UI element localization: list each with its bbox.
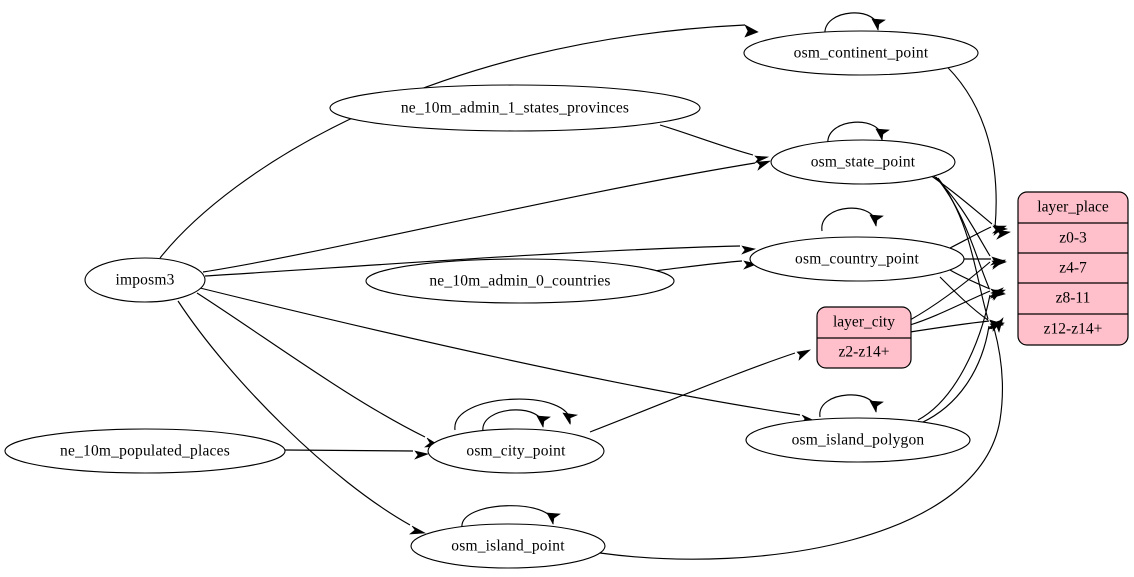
- arrowhead-icon: [536, 415, 551, 428]
- edge-ne_10m_admin_1_states_provinces-to-osm_state_point: [659, 124, 754, 156]
- edge-osm_state_point-to-layer_place-z12-z14+: [937, 177, 989, 320]
- node-label: osm_island_point: [451, 538, 565, 555]
- node-label: ne_10m_populated_places: [60, 443, 230, 460]
- node-shape: [410, 523, 606, 569]
- node-imposm3[interactable]: imposm3: [84, 257, 206, 303]
- selfloop-osm_country_point: [821, 207, 877, 232]
- arrowhead-icon: [871, 18, 886, 31]
- node-ne_10m_populated_places[interactable]: ne_10m_populated_places: [4, 428, 286, 474]
- node-shape: [84, 257, 206, 303]
- arrowhead-icon: [562, 412, 579, 426]
- node-shape: [4, 428, 286, 474]
- node-ne_10m_admin_1_states_provinces[interactable]: ne_10m_admin_1_states_provinces: [329, 84, 701, 132]
- node-label: ne_10m_admin_1_states_provinces: [401, 100, 629, 117]
- node-osm_country_point[interactable]: osm_country_point: [749, 236, 965, 282]
- edge-osm_continent_point-to-layer_place-z0-3: [939, 59, 997, 229]
- node-shape: [427, 428, 605, 474]
- node-shape: [743, 30, 979, 76]
- arrowhead-icon: [869, 400, 884, 413]
- node-label: osm_country_point: [795, 251, 919, 268]
- node-label: osm_continent_point: [794, 45, 929, 62]
- node-shape: [329, 84, 701, 132]
- edge-imposm3-to-osm_continent_point: [159, 24, 746, 259]
- edge-osm_country_point-to-layer_place-z8-11: [949, 269, 991, 290]
- arrowhead-icon: [409, 525, 427, 535]
- edge-osm_island_point-to-layer_place-z12-z14+: [599, 327, 1004, 560]
- arrowhead-icon: [869, 214, 884, 227]
- arrowhead-icon: [741, 245, 757, 255]
- edge-ne_10m_populated_places-to-osm_city_point: [284, 449, 414, 452]
- arrowhead-icon: [414, 450, 430, 460]
- arrowhead-icon: [996, 229, 1011, 240]
- edge-layer_city-to-layer_place-z12-z14+: [909, 320, 990, 333]
- edge-layer_city-to-layer_place-z4-7: [909, 261, 991, 321]
- edge-imposm3-to-osm_state_point: [202, 162, 756, 273]
- node-shape: [770, 139, 956, 185]
- edge-imposm3-to-osm_island_polygon: [199, 287, 801, 416]
- record-row-z2-z14+[interactable]: z2-z14+: [839, 344, 890, 361]
- arrowhead-icon: [546, 512, 561, 525]
- arrowhead-icon: [992, 225, 1007, 236]
- arrowhead-icon: [754, 155, 770, 164]
- edge-osm_island_polygon-to-layer_place-z12-z14+: [920, 325, 990, 424]
- edge-layer_city-to-layer_place-z8-11: [909, 290, 991, 326]
- edge-fanin-osm_city_point-outer: [454, 398, 571, 431]
- node-layer: imposm3 ne_10m_admin_1_states_provinces …: [4, 30, 979, 569]
- node-label: osm_island_polygon: [792, 432, 925, 449]
- record-header-layer_city: layer_city: [833, 314, 895, 331]
- node-shape: [745, 417, 971, 463]
- selfloop-osm_island_polygon: [819, 394, 877, 418]
- arrowhead-icon: [990, 287, 1004, 301]
- arrowhead-icon: [993, 317, 1004, 333]
- edge-ne_10m_admin_0_countries-to-osm_country_point: [644, 260, 743, 273]
- arrowhead-icon: [875, 128, 890, 141]
- node-label: ne_10m_admin_0_countries: [429, 273, 610, 290]
- arrowhead-icon: [796, 349, 811, 361]
- edge-imposm3-to-osm_island_point: [177, 300, 411, 526]
- node-ne_10m_admin_0_countries[interactable]: ne_10m_admin_0_countries: [365, 258, 675, 304]
- record-layer: layer_place z0-3 z4-7 z8-11 z12-z14+ lay…: [816, 191, 1129, 369]
- record-row-z8-11[interactable]: z8-11: [1056, 290, 1091, 307]
- arrowhead-icon: [744, 24, 759, 38]
- edge-osm_country_point-to-layer_place-z12-z14+: [939, 276, 989, 321]
- record-row-z4-7[interactable]: z4-7: [1059, 260, 1087, 277]
- node-label: imposm3: [115, 272, 174, 289]
- record-outline: [1017, 191, 1129, 346]
- edge-osm_country_point-to-layer_place-z0-3: [949, 226, 992, 249]
- arrowhead-icon: [756, 160, 772, 171]
- edge-osm_state_point-to-layer_place-z0-3: [929, 174, 993, 225]
- node-osm_city_point[interactable]: osm_city_point: [427, 428, 605, 474]
- edge-osm_state_point-to-layer_place-z8-11: [935, 176, 990, 289]
- record-row-z12-z14+[interactable]: z12-z14+: [1044, 321, 1103, 338]
- record-row-z0-3[interactable]: z0-3: [1059, 230, 1087, 247]
- node-osm_island_point[interactable]: osm_island_point: [410, 523, 606, 569]
- node-label: osm_city_point: [466, 443, 566, 460]
- record-layer_place[interactable]: layer_place z0-3 z4-7 z8-11 z12-z14+: [1017, 191, 1129, 346]
- node-label: osm_state_point: [811, 154, 916, 171]
- edge-osm_city_point-to-layer_city-z2-z14+: [589, 352, 796, 433]
- record-layer_city[interactable]: layer_city z2-z14+: [816, 306, 912, 369]
- node-shape: [365, 258, 675, 304]
- node-osm_state_point[interactable]: osm_state_point: [770, 139, 956, 185]
- node-shape: [749, 236, 965, 282]
- edge-imposm3-to-osm_city_point: [196, 292, 426, 438]
- node-osm_island_polygon[interactable]: osm_island_polygon: [745, 417, 971, 463]
- edge-osm_island_polygon-to-layer_place-z8-11: [917, 294, 991, 421]
- arrowhead-icon: [991, 259, 1007, 270]
- edge-imposm3-to-osm_country_point: [204, 245, 741, 277]
- record-header-layer_place: layer_place: [1037, 199, 1109, 216]
- node-osm_continent_point[interactable]: osm_continent_point: [743, 30, 979, 76]
